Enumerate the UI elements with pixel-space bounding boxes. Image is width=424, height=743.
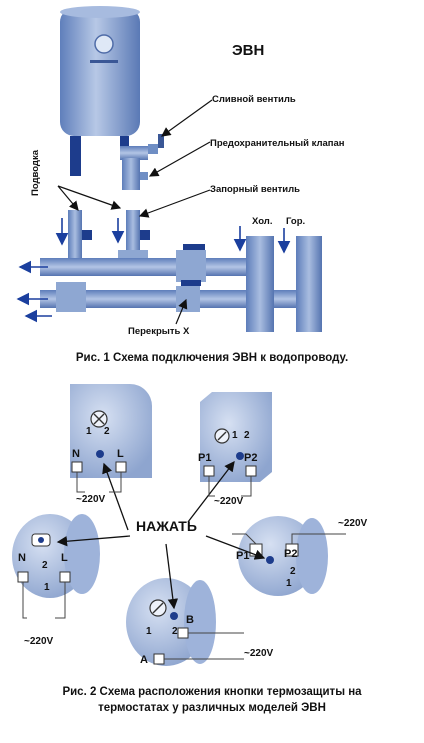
thermostat-bottom xyxy=(126,578,216,666)
tank-outlet-pipes xyxy=(70,136,129,176)
label-safety-valve: Предохранительный клапан xyxy=(210,138,345,149)
label-hot: Гор. xyxy=(286,216,306,227)
label-supply: Подводка xyxy=(30,150,41,196)
mr-p1: P1 xyxy=(236,550,250,562)
ml-two: 2 xyxy=(42,560,48,571)
thermostat-top-left xyxy=(70,384,152,478)
wiring-lines xyxy=(22,472,346,660)
figure2-caption-line1: Рис. 2 Схема расположения кнопки термоза… xyxy=(62,686,362,698)
tr-voltage: ~220V xyxy=(214,496,244,507)
thermostat-top-right xyxy=(200,392,272,482)
bt-voltage: ~220V xyxy=(244,648,274,659)
tl-n: N xyxy=(72,448,80,460)
bt-one: 1 xyxy=(146,626,152,637)
tr-one: 1 xyxy=(232,430,238,441)
main-risers xyxy=(246,236,322,332)
bt-two: 2 xyxy=(172,626,178,637)
flow-arrows xyxy=(16,218,291,323)
tr-p1: P1 xyxy=(198,452,212,464)
label-block-cold: Перекрыть Х xyxy=(128,326,190,337)
thermostat-mid-left xyxy=(12,514,100,598)
tr-p2: P2 xyxy=(244,452,258,464)
press-label: НАЖАТЬ xyxy=(136,518,197,534)
tr-two: 2 xyxy=(244,430,250,441)
tl-l: L xyxy=(117,448,124,460)
ml-voltage: ~220V xyxy=(24,636,54,647)
safety-valve xyxy=(122,158,148,190)
ml-one: 1 xyxy=(44,582,50,593)
label-cold: Хол. xyxy=(252,216,273,227)
horizontal-pipes xyxy=(40,244,310,312)
tl-two: 2 xyxy=(104,426,110,437)
bt-b: B xyxy=(186,614,194,626)
label-shutoff-valve: Запорный вентиль xyxy=(210,184,301,195)
heater-title: ЭВН xyxy=(232,42,265,59)
thermostat-mid-right xyxy=(238,516,328,596)
figure2-caption-line2: термостатах у различных моделей ЭВН xyxy=(98,702,326,714)
mr-voltage: ~220V xyxy=(338,518,368,529)
tl-one: 1 xyxy=(86,426,92,437)
press-arrows xyxy=(56,460,266,610)
figure1-caption: Рис. 1 Схема подключения ЭВН к водопрово… xyxy=(75,352,349,364)
ml-l: L xyxy=(61,552,68,564)
water-heater-tank xyxy=(60,6,140,136)
tl-voltage: ~220V xyxy=(76,494,106,505)
ml-n: N xyxy=(18,552,26,564)
mr-one: 1 xyxy=(286,578,292,589)
leader-lines xyxy=(57,99,213,325)
mr-two: 2 xyxy=(290,566,296,577)
bt-a: A xyxy=(140,654,148,666)
drain-valve xyxy=(120,134,164,160)
label-drain-valve: Сливной вентиль xyxy=(212,94,296,105)
mr-p2: P2 xyxy=(284,548,298,560)
